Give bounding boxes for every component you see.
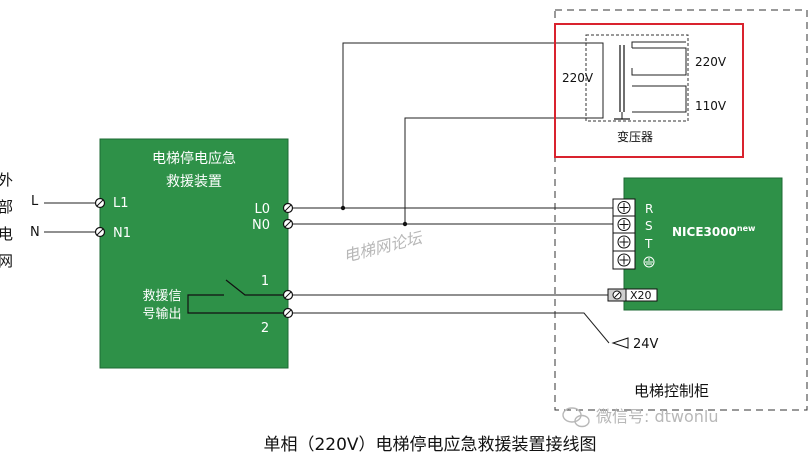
primary-winding bbox=[586, 42, 604, 119]
forum-watermark: 电梯网论坛 bbox=[341, 228, 425, 266]
terminal-block-s bbox=[612, 215, 636, 234]
grid-label-char-3: 电 bbox=[0, 225, 13, 243]
grid-label-char-1: 外 bbox=[0, 171, 13, 189]
rescue-device-title-line2: 救援装置 bbox=[166, 174, 222, 190]
relay-contact-wire bbox=[225, 279, 287, 296]
terminal-block-t bbox=[612, 232, 636, 252]
transformer-highlight-box bbox=[554, 23, 744, 158]
terminal-l0-label: L0 bbox=[254, 202, 270, 217]
controller-box bbox=[623, 177, 783, 311]
secondary-winding-110v bbox=[632, 85, 687, 113]
rescue-device-box bbox=[99, 138, 289, 369]
controller-terminal-s-label: S bbox=[645, 219, 653, 233]
terminal-n1-label: N1 bbox=[113, 226, 131, 241]
control-cabinet-boundary bbox=[554, 9, 808, 411]
wire-transformer-feed-1 bbox=[342, 42, 586, 208]
transformer-output-110v: 110V bbox=[695, 99, 727, 113]
controller-terminal-r-label: R bbox=[645, 202, 653, 216]
terminal-x20-label: X20 bbox=[630, 289, 652, 302]
junction-dot-2 bbox=[402, 221, 408, 227]
terminal-2 bbox=[282, 307, 294, 319]
controller-terminal-t-label: T bbox=[644, 237, 653, 251]
terminal-block-r bbox=[612, 198, 636, 217]
terminal-l1-label: L1 bbox=[113, 196, 129, 211]
secondary-winding-220v bbox=[631, 41, 687, 76]
terminal-l0 bbox=[282, 202, 294, 214]
grid-label-char-2: 部 bbox=[0, 198, 13, 216]
transformer-input-voltage: 220V bbox=[562, 71, 594, 85]
terminal-2-label: 2 bbox=[261, 321, 269, 336]
grid-label-char-4: 网 bbox=[0, 252, 13, 270]
rescue-device-title-line1: 电梯停电应急 bbox=[152, 150, 236, 167]
controller-ground-icon bbox=[643, 256, 655, 268]
wechat-watermark-icon bbox=[562, 407, 590, 428]
terminal-l1 bbox=[94, 197, 106, 209]
relay-common-wire bbox=[187, 294, 287, 314]
terminal-n0 bbox=[282, 218, 294, 230]
transformer-label: 变压器 bbox=[617, 129, 653, 144]
wire-signal-2 bbox=[292, 312, 610, 344]
supply-24v-label: 24V bbox=[633, 337, 659, 352]
wechat-watermark: 微信号: dtwonlu bbox=[596, 407, 719, 426]
control-cabinet-label: 电梯控制柜 bbox=[634, 382, 709, 400]
wire-transformer-feed-2 bbox=[404, 117, 586, 224]
grid-line-l-label: L bbox=[31, 194, 39, 209]
terminal-block-ground bbox=[612, 250, 636, 270]
transformer-dashed-enclosure bbox=[585, 34, 689, 122]
terminal-x20 bbox=[607, 288, 658, 302]
terminal-n0-label: N0 bbox=[252, 218, 270, 233]
terminal-1-label: 1 bbox=[261, 274, 269, 289]
terminal-n1 bbox=[94, 226, 106, 238]
controller-model-label: NICE3000new bbox=[672, 224, 756, 239]
terminal-1 bbox=[282, 289, 294, 301]
signal-output-label-line2: 号输出 bbox=[142, 306, 181, 322]
signal-output-label-line1: 救援信 bbox=[142, 288, 181, 304]
junction-dot-1 bbox=[340, 205, 346, 211]
grid-line-n-label: N bbox=[30, 225, 40, 240]
diagram-caption: 单相（220V）电梯停电应急救援装置接线图 bbox=[263, 435, 596, 455]
supply-24v-arrow-icon bbox=[611, 337, 629, 349]
transformer-output-220v: 220V bbox=[695, 55, 727, 69]
